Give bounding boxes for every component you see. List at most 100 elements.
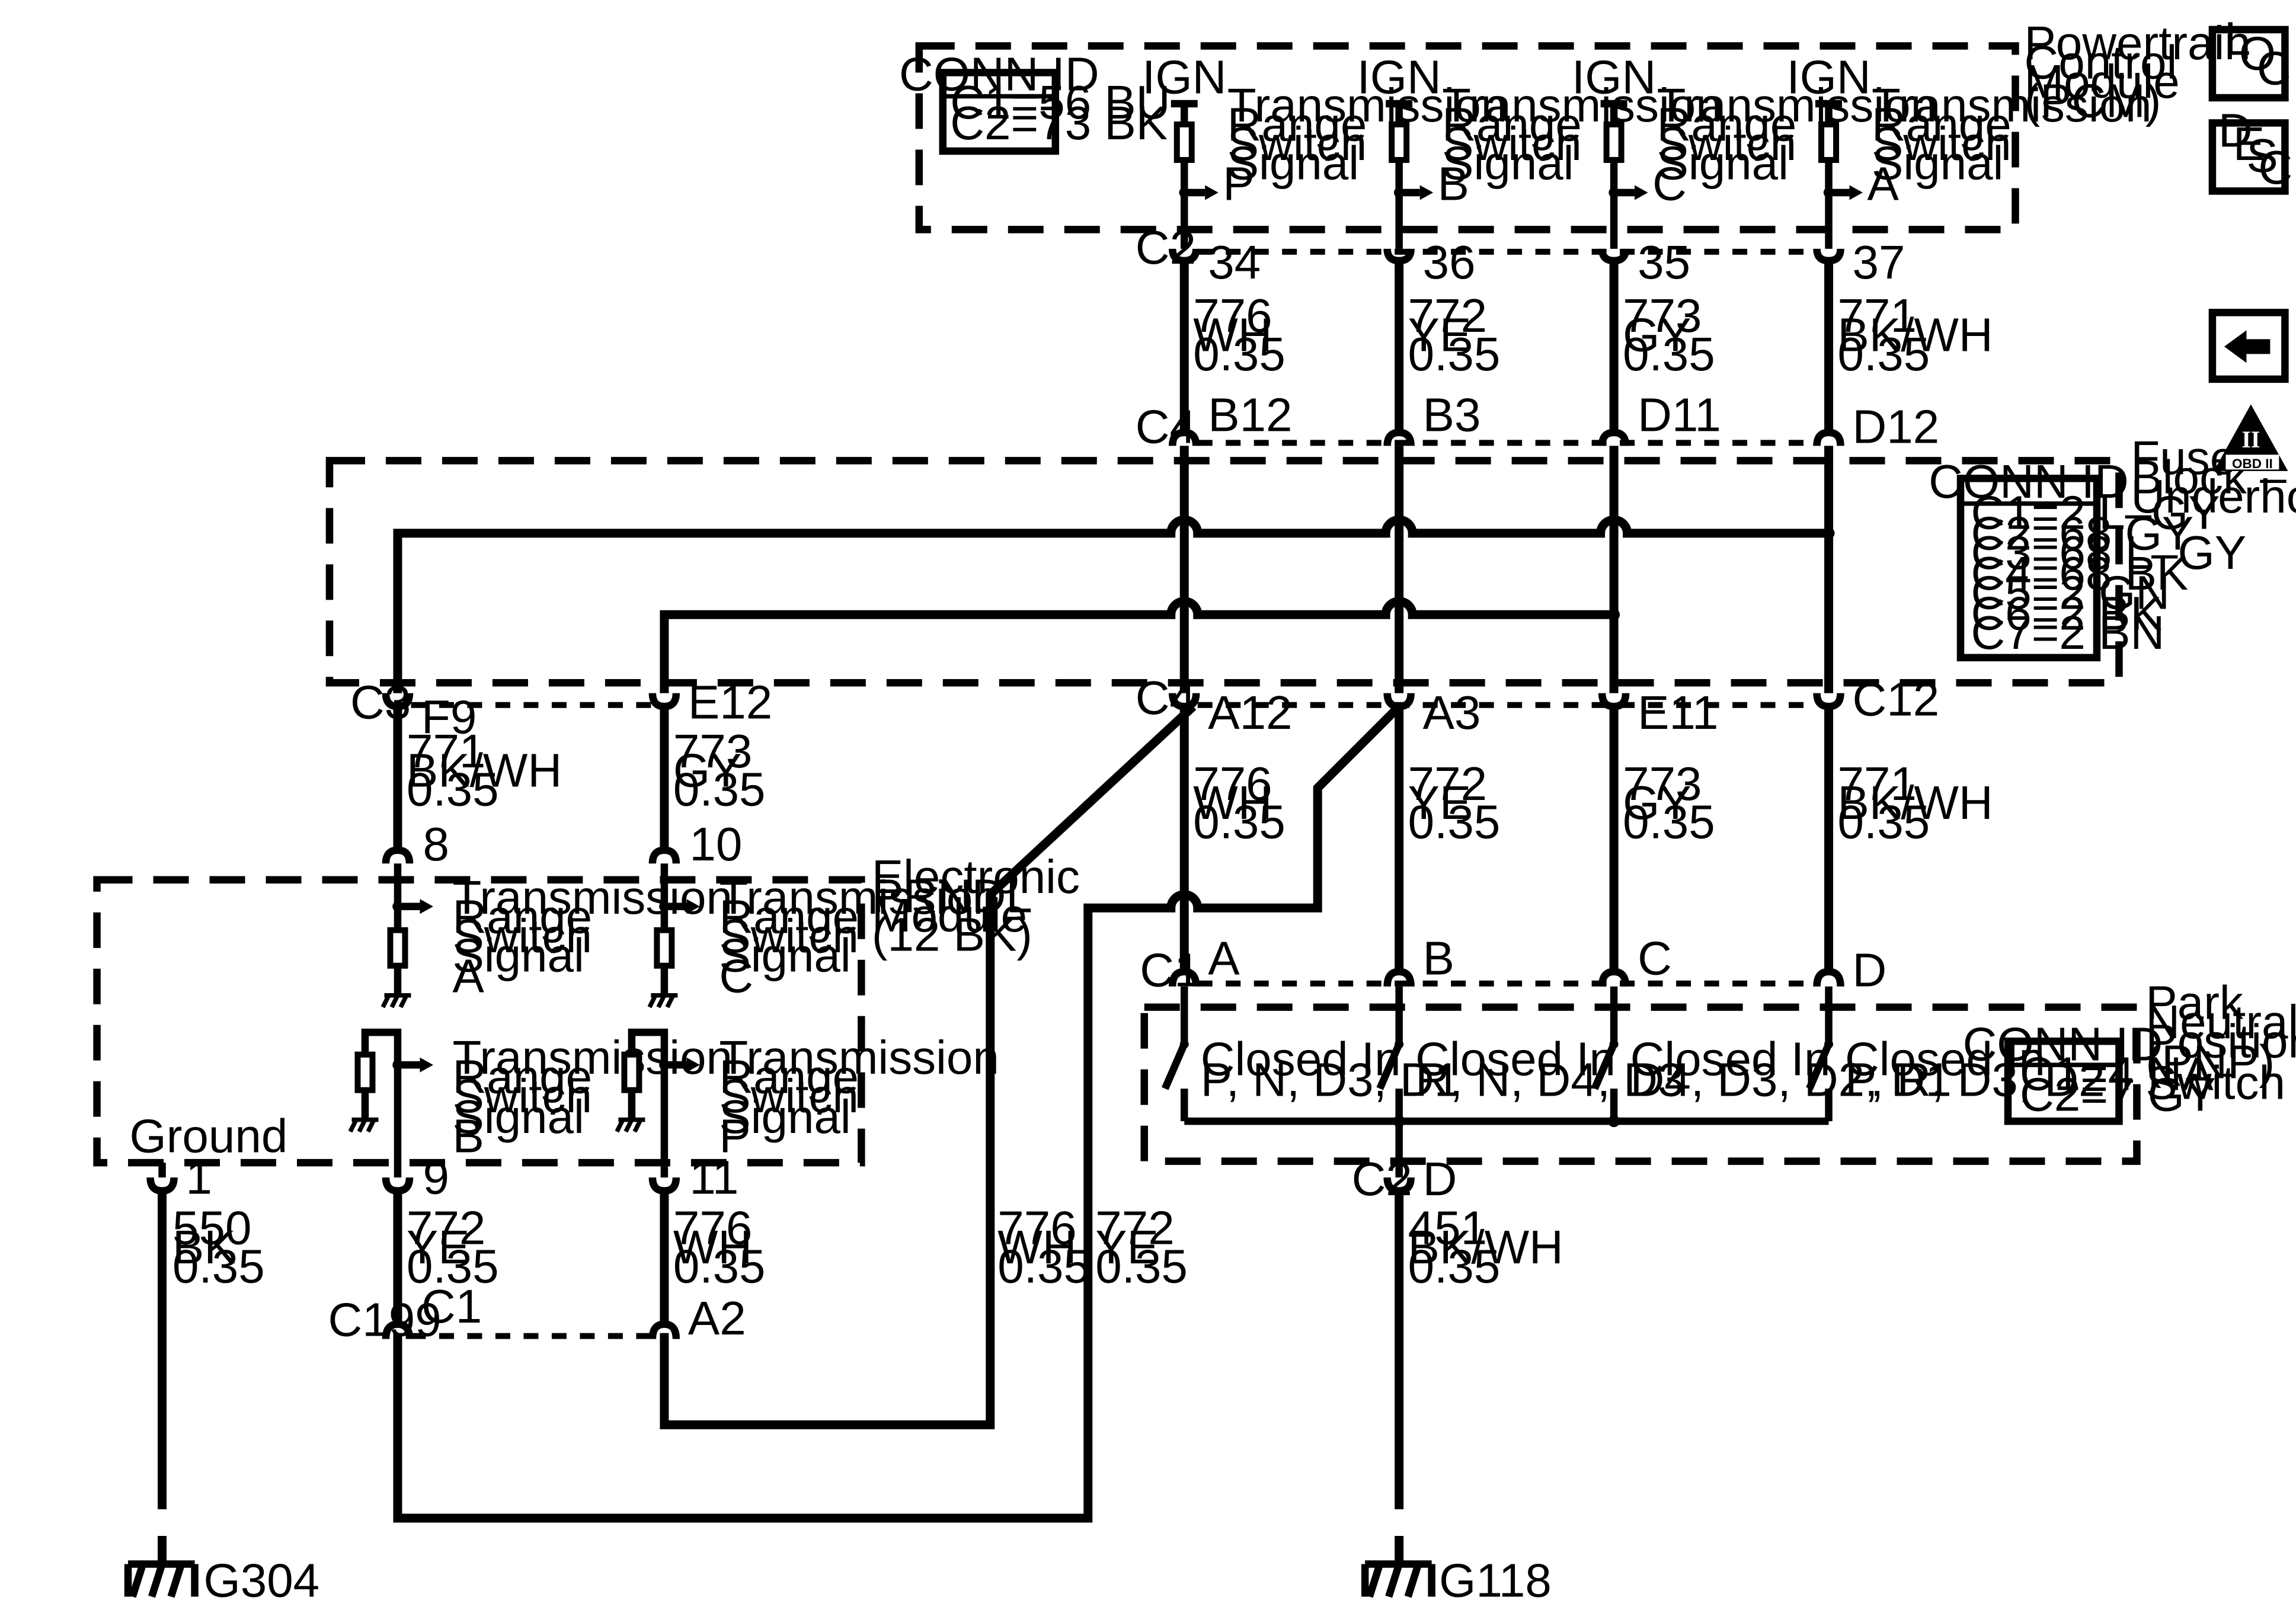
wire-gauge: 0.35 (172, 1240, 265, 1293)
wire-label: 776 WH 0.35 (673, 1202, 766, 1293)
signal-label-line: Range (719, 891, 859, 943)
pnp-label-line: Switch (2145, 1057, 2285, 1109)
pnp-conn-id-box: CONN ID C1=4 NA C2=7 GY (1963, 1018, 2216, 1125)
wire-gauge: 0.35 (1095, 1240, 1188, 1293)
wire-label: 772 YE 0.35 (407, 1202, 499, 1293)
ign-label: IGN (1572, 50, 1656, 103)
desc-letter: E (2233, 117, 2265, 170)
signal-label-line: Signal (1442, 136, 1574, 189)
pcm-signal-column-c: IGN C Transmission Range Switch Signal (1572, 50, 1937, 249)
pcm-signal-column-b: IGN B Transmission Range Switch Signal (1357, 50, 1722, 249)
arrow-right-icon (686, 1057, 700, 1073)
arrow-right-icon (686, 899, 700, 914)
loc-letter: C (2257, 41, 2291, 94)
signal-label-line: Transmission (452, 871, 733, 924)
pcm-conn-id-box: CONN ID C1=56 BU C2=73 BK (899, 47, 1170, 155)
prndl-signal-p: Transmission Range Switch Signal P (615, 1028, 999, 1178)
wire-label: 776 WH 0.35 (997, 1202, 1090, 1293)
pin-number: 34 (1208, 236, 1261, 289)
signal-label-line: Signal (1657, 136, 1789, 189)
pcm-label-line: (PCM) (2024, 74, 2161, 127)
wire-label: 772 YE 0.35 (1408, 289, 1501, 380)
pcm-signal-column-p: IGN P Transmission Range Switch Signal (1142, 50, 1507, 249)
switch-closed-label: Closed In (1630, 1033, 1831, 1086)
wire-color: BK/WH (1408, 1221, 1563, 1273)
prndl-label-line: Electronic (872, 850, 1080, 903)
signal-label-line: Signal (452, 1090, 584, 1143)
wire-color: WH (1193, 776, 1272, 829)
ground-g118: G118 (1361, 1554, 1552, 1607)
pnp-switch-a: Closed In P, N, D3, D1 (1162, 986, 1461, 1122)
pin-number: 37 (1853, 236, 1905, 289)
pull-up-resistor (1603, 121, 1625, 163)
switch-closed-label: Closed In (1845, 1033, 2045, 1086)
pull-down-resistor (387, 927, 408, 969)
pcm-conn-id-line: C1=56 BU (950, 76, 1170, 129)
pnp-switch-b: Closed In R, N, D4, D3 (1376, 986, 1684, 1122)
wires-fuse-to-pnp: 776 WH 0.35 772 YE 0.35 773 GY 0.35 771 … (1179, 706, 1993, 972)
wire-color: BK/WH (1838, 308, 1993, 361)
back-arrow-icon[interactable] (2208, 309, 2289, 383)
signal-label-line: Range (1872, 98, 2012, 151)
wire-color: BK (172, 1221, 236, 1273)
wire-circuit: 776 (1193, 757, 1272, 810)
wire-gauge: 0.35 (1838, 796, 1930, 849)
arrow-right-icon (1419, 185, 1434, 200)
wire-label: 773 GY 0.35 (1623, 289, 1715, 380)
wire-label: 550 BK 0.35 (172, 1202, 265, 1293)
signal-label-line: Signal (452, 929, 584, 982)
pin-number: 11 (689, 1151, 738, 1204)
wire-color: YE (1408, 776, 1472, 829)
fuse-conn-id-line: C5=2 GN (1971, 566, 2170, 619)
wire-gauge: 0.35 (1838, 328, 1930, 380)
signal-label-line: Range (1657, 98, 1797, 151)
desc-letter: D (2218, 104, 2253, 156)
prndl-signal-a: Transmission Range Switch Signal A (380, 863, 733, 1009)
signal-label-line: Transmission (1657, 79, 1937, 132)
chassis-ground-icon (647, 993, 678, 1009)
pcm-signal-letter: A (1868, 157, 1900, 210)
wire-circuit: 772 (1095, 1202, 1174, 1254)
wires-pcm-to-fuse: 776 WH 0.35 772 YE 0.35 773 GY 0.35 771 … (1179, 260, 1993, 433)
switch-positions: P, N, D3, D1 (1201, 1054, 1461, 1106)
signal-label-line: Range (719, 1051, 859, 1103)
pnp-conn-id-line: C1=4 NA (2020, 1048, 2214, 1100)
wire-pnp-ground: 451 BK/WH 0.35 (1395, 1190, 1563, 1563)
pcm-signal-letter: P (1223, 157, 1254, 210)
switch-closed-label: Closed In (1415, 1033, 1616, 1086)
wire-gauge: 0.35 (1193, 796, 1285, 849)
ground-label: Ground (130, 1110, 288, 1163)
desc-icon[interactable]: D E S C (2208, 104, 2292, 195)
switch-closed-label: Closed In (1201, 1033, 1401, 1086)
wire-label: 776 WH 0.35 (1193, 757, 1285, 849)
pin-number: A12 (1208, 686, 1292, 739)
signal-label-line: Switch (452, 910, 592, 962)
pcm-label-line: Module (2024, 55, 2179, 108)
chassis-ground-icon (348, 1117, 379, 1133)
prndl-label-line: PRNDL (872, 870, 1032, 923)
pull-up-resistor (1389, 121, 1410, 163)
pin-number: 1 (186, 1151, 212, 1204)
obd-ii-icon[interactable]: II OBD II (2214, 404, 2288, 471)
pull-down-resistor (354, 1051, 376, 1093)
pnp-conn-id-title: CONN ID (1963, 1018, 2163, 1071)
signal-label-line: Transmission (452, 1031, 733, 1084)
signal-label-line: Switch (452, 1070, 592, 1122)
switch-positions: D4, D3, D2, D1 (1630, 1054, 1952, 1106)
wire-color: WH (997, 1221, 1076, 1273)
signal-label-line: Signal (719, 929, 850, 982)
wire-circuit: 773 (1623, 757, 1702, 810)
ground-label: G304 (204, 1554, 320, 1607)
signal-label-line: Transmission (719, 1031, 999, 1084)
wire-label: 771 BK/WH 0.35 (1838, 289, 1993, 380)
wires-fuse-to-prndl: 771 BK/WH 0.35 773 GY 0.35 (393, 706, 766, 850)
loc-icon[interactable]: L O C (2208, 12, 2291, 102)
wire-label: 772 YE 0.35 (1095, 1202, 1188, 1293)
wire-color: GY (673, 744, 742, 796)
arrow-right-icon (1635, 185, 1648, 200)
electronic-prndl-module: 8 10 Electronic PRNDL Module (12 BK) Tra… (93, 818, 1080, 1204)
pcm-label-line: Control (2024, 36, 2177, 88)
fuse-conn-id-line: C7=2 BN (1971, 606, 2164, 659)
wire-circuit: 451 (1408, 1202, 1487, 1254)
